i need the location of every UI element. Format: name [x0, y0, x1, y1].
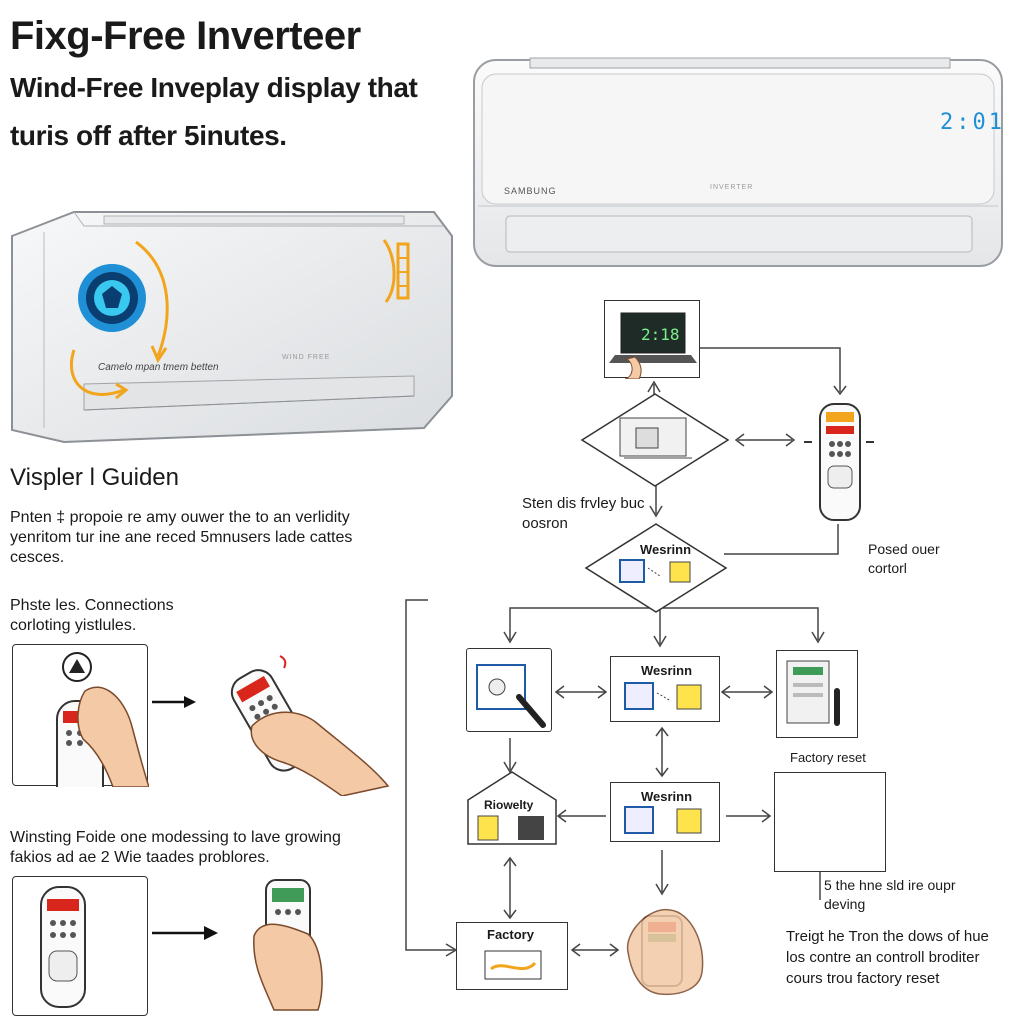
hand-remote-bottom-illustration [620, 902, 710, 1003]
subtitle-line-2: turis off after 5inutes. [10, 120, 287, 151]
diamond-2-label: Wesrinn [640, 542, 692, 557]
airflow-arrow-icon [54, 230, 194, 435]
factory-node: Factory [456, 922, 568, 990]
side-louver-icon [376, 236, 416, 311]
diamond-node-2: Wesrinn [584, 522, 728, 619]
top-ac-unit: 2:01 SAMBUNG INVERTER [470, 56, 1006, 270]
mid-node: Wesrinn [610, 656, 720, 722]
subtitle-line-1: Wind-Free Inveplay display that [10, 72, 418, 103]
top-unit-small-label: INVERTER [710, 184, 754, 191]
left-unit-small-label: WIND FREE [282, 354, 331, 361]
connections-label: Phste les. Connections corloting yistlul… [10, 597, 174, 634]
guide-paragraph: Pnten ‡ propoie re amy ouwer the to an v… [10, 509, 353, 566]
lower-node: Wesrinn [610, 782, 720, 842]
arrow-right-icon-2 [150, 924, 220, 947]
factory-node-label: Factory [487, 927, 534, 942]
winsting-text: Winsting Foide one modessing to lave gro… [10, 829, 341, 866]
step-panel-remote [12, 876, 148, 1016]
fan-icon [76, 262, 148, 339]
rioweity-label: Riowelty [484, 798, 534, 812]
step-panel-press-remote [12, 644, 151, 814]
mid-node-label: Wesrinn [641, 663, 693, 678]
box-text: 5 the hne sld ire oupr deving [824, 877, 956, 912]
top-unit-display: 2:01 [940, 110, 1005, 135]
empty-box-node [774, 772, 886, 872]
rioweity-node: Riowelty [466, 770, 558, 851]
footer-text: Treigt he Tron the dows of hue los contr… [786, 928, 989, 987]
laptop-node: 2:18 [604, 300, 700, 380]
lower-node-label: Wesrinn [641, 789, 693, 804]
factory-reset-label: Factory reset [790, 750, 866, 765]
diamond-1-text: Sten dis frvley buc oosron [522, 495, 645, 532]
arrow-right-icon [150, 694, 198, 715]
hand-remote-green-illustration [248, 876, 328, 1021]
device-node [776, 650, 858, 738]
guide-heading: Vispler l Guiden [10, 464, 179, 491]
page-title: Fixg-Free Inverteer [10, 14, 361, 58]
posed-label: Posed ouer cortorl [868, 541, 940, 576]
left-unit-caption: Camelo mpan tmem betten [98, 362, 219, 373]
hand-holding-remote-illustration [222, 646, 392, 801]
remote-node [800, 400, 880, 529]
diamond-node-1 [580, 392, 730, 497]
top-unit-brand: SAMBUNG [504, 186, 557, 196]
laptop-display: 2:18 [641, 325, 680, 344]
left-ac-unit: Camelo mpan tmem betten WIND FREE [4, 206, 460, 448]
tool-node [466, 648, 552, 732]
